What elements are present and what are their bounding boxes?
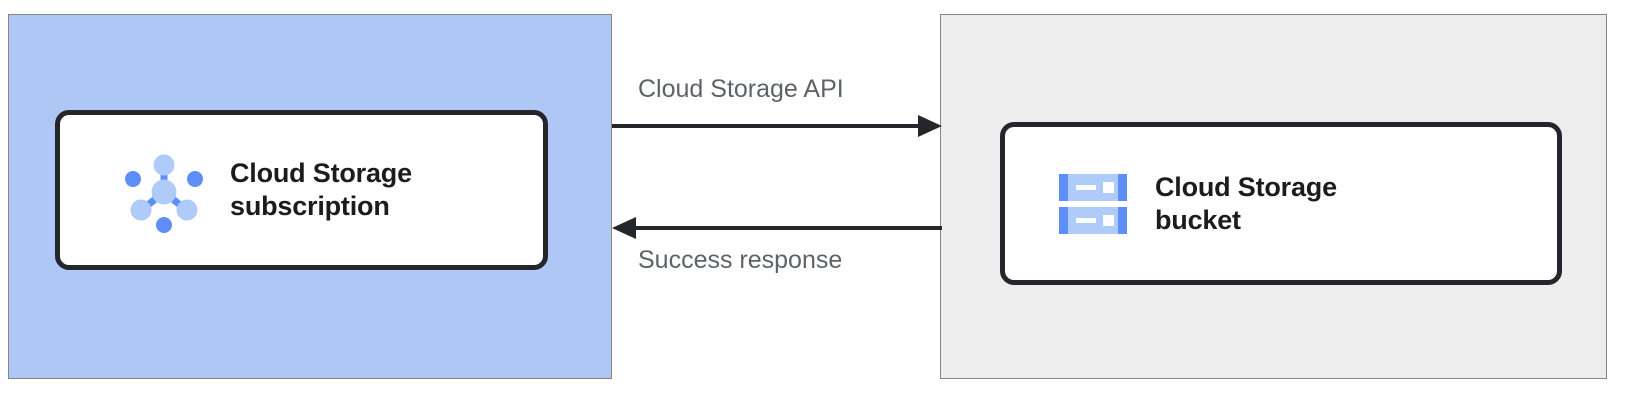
edge-label-cloud-storage-api: Cloud Storage API — [638, 75, 844, 103]
node-cloud-storage-subscription[interactable]: Cloud Storage subscription — [55, 110, 548, 270]
edge-label-success-response: Success response — [638, 246, 843, 274]
pubsub-subscription-icon — [125, 154, 203, 233]
edge-response-arrow — [612, 217, 942, 239]
node-content: Cloud Storage bucket — [1005, 168, 1337, 240]
node-cloud-storage-bucket[interactable]: Cloud Storage bucket — [1000, 122, 1562, 285]
cloud-storage-bucket-icon — [1059, 173, 1127, 234]
node-label: Cloud Storage bucket — [1155, 171, 1337, 235]
node-content: Cloud Storage subscription — [60, 146, 412, 234]
edge-request-arrow — [612, 115, 942, 137]
node-label: Cloud Storage subscription — [230, 158, 412, 221]
